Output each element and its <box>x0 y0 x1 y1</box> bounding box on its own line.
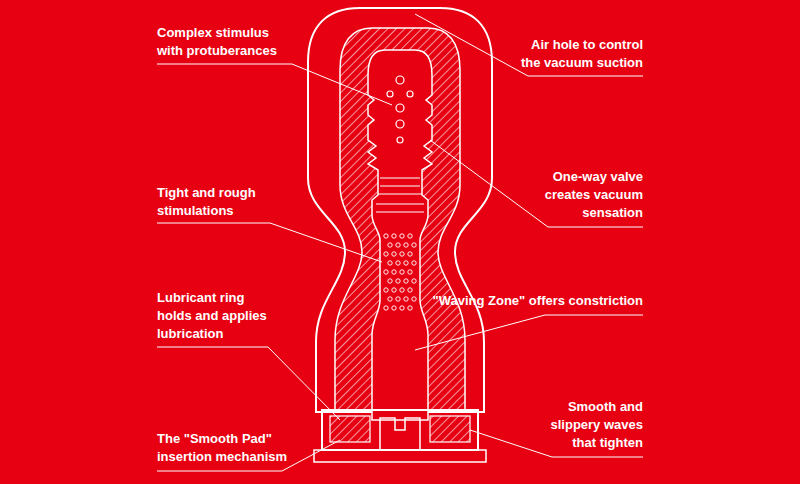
inner-cavity <box>368 50 432 420</box>
callout-label: Tight and rough stimulations <box>157 184 287 220</box>
bump-dots <box>384 234 416 310</box>
callout-label: Complex stimulus with protuberances <box>157 24 297 60</box>
leader-lines <box>157 14 643 471</box>
callout-label: Smooth and slippery waves that tighten <box>533 398 643 452</box>
air-holes <box>387 76 413 143</box>
callout-label: "Waving Zone" offers constriction <box>403 292 643 310</box>
callout-label: Lubricant ring holds and applies lubrica… <box>157 289 282 343</box>
ridges <box>376 178 424 212</box>
callout-label: The "Smooth Pad" insertion mechanism <box>157 430 302 466</box>
callout-label: One-way valve creates vacuum sensation <box>523 168 643 222</box>
base-cap <box>314 410 486 462</box>
callout-label: Air hole to control the vacuum suction <box>508 36 643 72</box>
